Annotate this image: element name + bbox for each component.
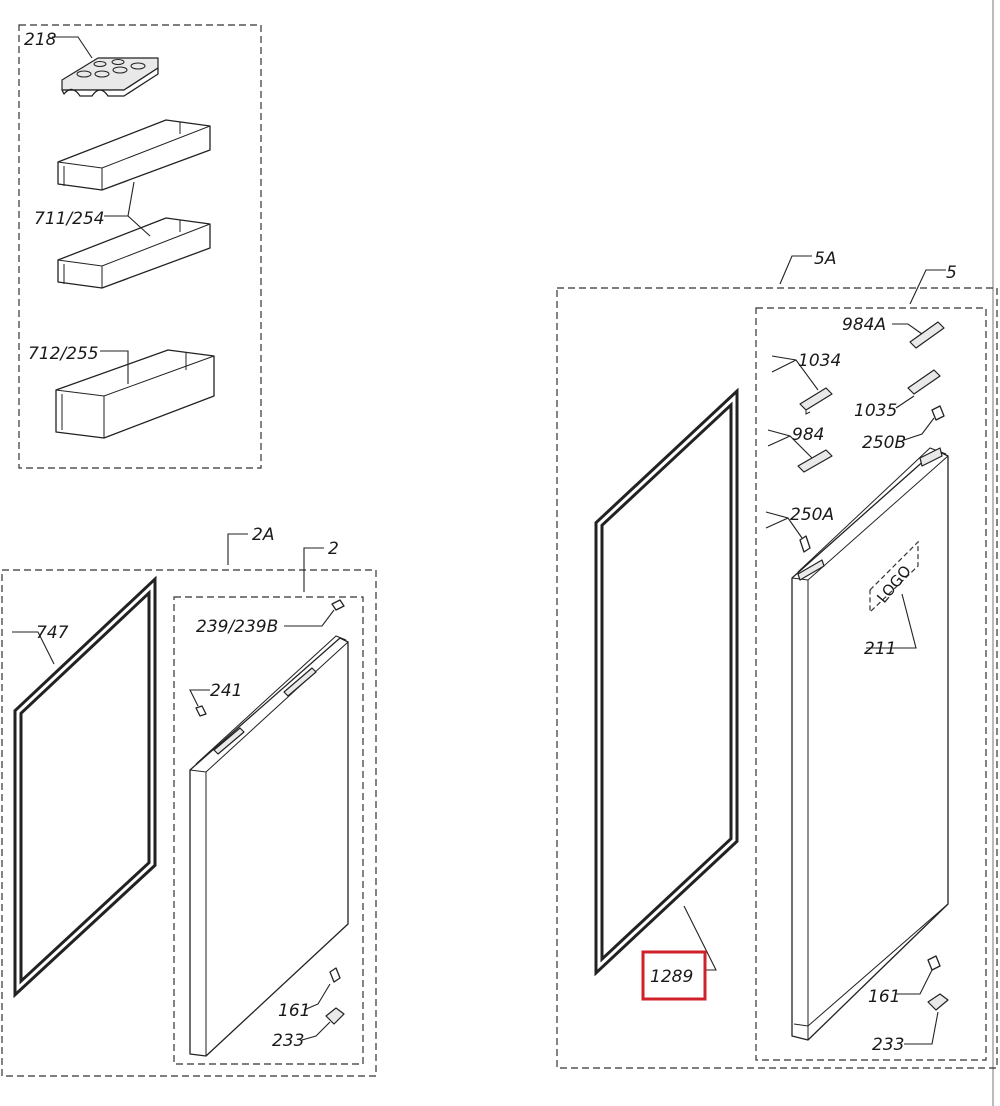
callout-2A: 2A bbox=[252, 525, 274, 545]
leader-5 bbox=[909, 269, 946, 305]
hinge-bushing-161b-part[interactable] bbox=[927, 955, 941, 971]
leader-233b bbox=[904, 1011, 939, 1045]
callout-2: 2 bbox=[328, 539, 339, 559]
leader-984A bbox=[892, 323, 923, 335]
callout-241: 241 bbox=[210, 681, 242, 701]
leader-161b bbox=[896, 969, 933, 995]
callout-1034: 1034 bbox=[798, 351, 841, 371]
shelves-group-box bbox=[18, 24, 262, 469]
leader-211 bbox=[866, 593, 917, 649]
left-door-gasket-part[interactable] bbox=[13, 575, 157, 999]
group-5A-box bbox=[556, 287, 998, 1069]
cap-984A-part[interactable] bbox=[909, 321, 945, 349]
leader-241 bbox=[189, 689, 210, 707]
leader-1035 bbox=[895, 395, 915, 409]
leader-239 bbox=[284, 609, 335, 627]
right-door-assembly-group: 5A 5 LOGO 211 984A bbox=[556, 249, 998, 1069]
left-door-panel-part[interactable] bbox=[189, 635, 349, 1057]
right-door-gasket-part[interactable] bbox=[594, 387, 739, 977]
hinge-pin-250A-part[interactable] bbox=[799, 535, 811, 553]
cover-1035-part[interactable] bbox=[907, 369, 941, 395]
highlight-box-1289 bbox=[641, 950, 707, 1001]
callout-250B: 250B bbox=[862, 433, 906, 453]
hinge-bracket-233b-part[interactable] bbox=[927, 993, 949, 1011]
callout-233-left: 233 bbox=[272, 1031, 304, 1051]
shelves-group: 218 711/254 712/255 bbox=[18, 24, 262, 469]
cover-984-part[interactable] bbox=[797, 449, 833, 473]
leader-984b bbox=[767, 435, 791, 447]
left-door-assembly-group: 2A 2 747 239/239B 241 bbox=[1, 525, 377, 1077]
callout-161-right: 161 bbox=[868, 987, 900, 1007]
group-2A-box bbox=[1, 569, 377, 1077]
callout-1289: 1289 bbox=[650, 967, 693, 987]
leader-711b bbox=[127, 215, 151, 237]
cover-1034-part[interactable] bbox=[799, 387, 833, 415]
hinge-cap-250B-part[interactable] bbox=[931, 405, 945, 421]
callout-211: 211 bbox=[864, 639, 896, 659]
leader-5A bbox=[779, 255, 812, 285]
leader-250B bbox=[903, 417, 935, 441]
leader-218 bbox=[52, 36, 93, 59]
right-door-panel-part[interactable] bbox=[791, 447, 949, 1041]
callout-239-239B: 239/239B bbox=[196, 617, 278, 637]
leader-2 bbox=[303, 547, 324, 592]
egg-tray-part[interactable] bbox=[61, 57, 159, 97]
deep-door-bin-part[interactable] bbox=[55, 349, 215, 439]
hinge-bracket-233a-part[interactable] bbox=[325, 1007, 345, 1025]
callout-747: 747 bbox=[36, 623, 69, 643]
leader-2A bbox=[227, 533, 248, 565]
callout-984A: 984A bbox=[842, 315, 886, 335]
hinge-pin-241-part[interactable] bbox=[195, 705, 207, 717]
callout-250A: 250A bbox=[790, 505, 834, 525]
hinge-bushing-161a-part[interactable] bbox=[329, 967, 341, 983]
callout-233-right: 233 bbox=[872, 1035, 904, 1055]
callout-5: 5 bbox=[946, 263, 957, 283]
leader-1289 bbox=[683, 905, 717, 971]
group-5-box bbox=[755, 307, 987, 1061]
group-2-box bbox=[173, 596, 364, 1065]
leader-233a bbox=[301, 1021, 331, 1041]
leader-250Ab bbox=[765, 517, 789, 529]
door-shelf-lower-part[interactable] bbox=[57, 217, 211, 289]
hinge-cap-239-part[interactable] bbox=[331, 599, 345, 611]
callout-711-254: 711/254 bbox=[34, 209, 105, 229]
leader-712 bbox=[100, 350, 129, 384]
leader-1034b bbox=[771, 359, 797, 373]
leader-747 bbox=[12, 631, 55, 665]
callout-161-left: 161 bbox=[278, 1001, 310, 1021]
door-shelf-upper-part[interactable] bbox=[57, 119, 211, 191]
callout-984: 984 bbox=[792, 425, 824, 445]
callout-5A: 5A bbox=[814, 249, 836, 269]
callout-218: 218 bbox=[24, 30, 57, 50]
callout-1035: 1035 bbox=[854, 401, 897, 421]
callout-712-255: 712/255 bbox=[28, 344, 99, 364]
leader-161a bbox=[303, 983, 331, 1011]
